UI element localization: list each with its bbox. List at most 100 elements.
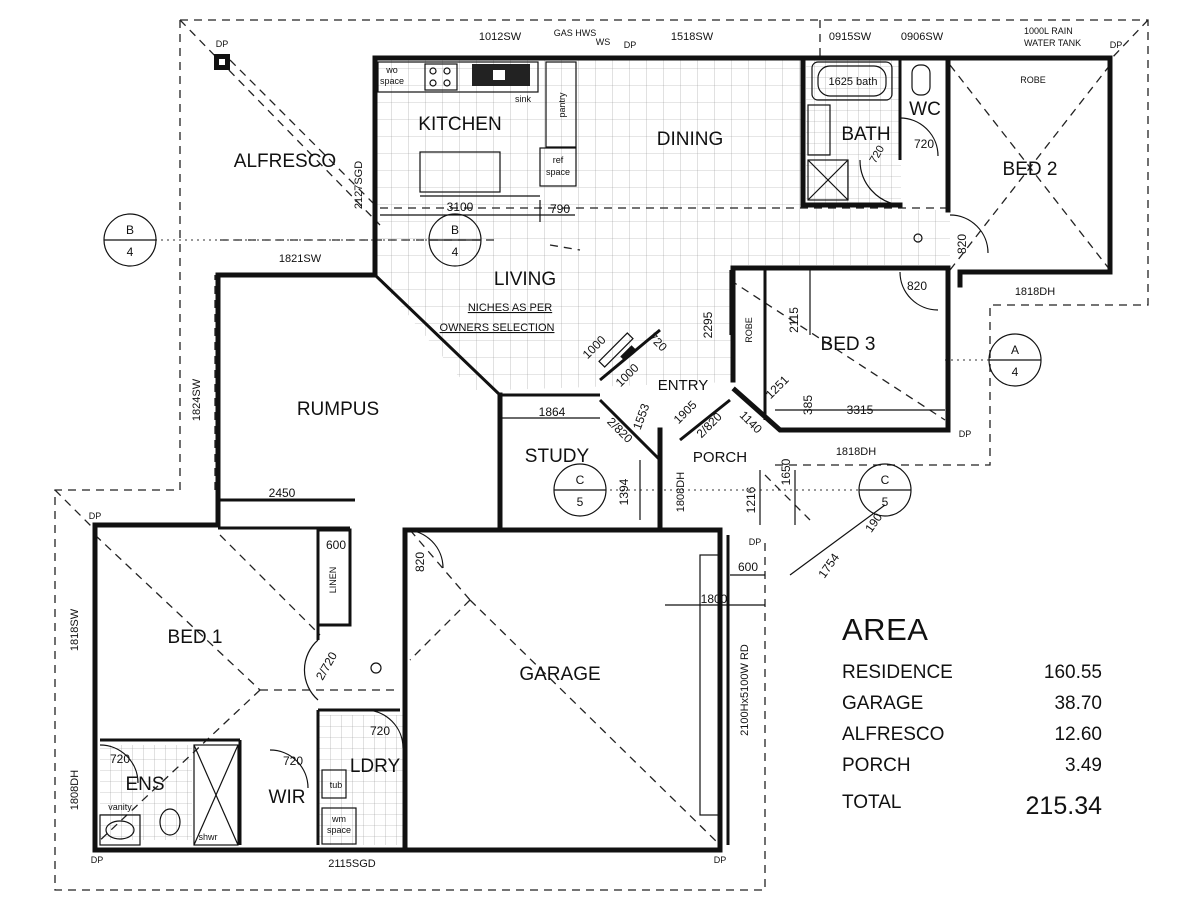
svg-text:DP: DP	[959, 429, 972, 439]
room-label-bed1: BED 1	[168, 627, 223, 648]
svg-text:2/720: 2/720	[313, 649, 340, 682]
svg-text:1518SW: 1518SW	[671, 31, 714, 43]
room-label-kitchen: KITCHEN	[418, 114, 501, 135]
room-label-dining: DINING	[657, 129, 724, 150]
downpipe-markers	[214, 54, 230, 70]
section-marker: C 5	[858, 463, 912, 517]
kitchen-fixtures	[377, 61, 577, 197]
svg-text:WS: WS	[596, 37, 611, 47]
section-marker: B 4	[103, 213, 157, 267]
area-label: PORCH	[842, 755, 911, 776]
svg-text:1553: 1553	[630, 401, 652, 431]
svg-text:DP: DP	[624, 40, 637, 50]
svg-text:1818DH: 1818DH	[1015, 286, 1055, 298]
svg-text:vanity: vanity	[108, 802, 132, 812]
area-row: GARAGE 38.70	[842, 693, 1102, 724]
svg-text:DP: DP	[749, 537, 762, 547]
svg-text:820: 820	[907, 279, 927, 293]
svg-text:190: 190	[862, 510, 885, 535]
section-sheet: 4	[127, 245, 134, 259]
svg-text:1012SW: 1012SW	[479, 31, 522, 43]
svg-text:2295: 2295	[701, 311, 715, 338]
svg-text:pantry: pantry	[557, 92, 567, 118]
area-value: 3.49	[1065, 755, 1102, 776]
svg-text:1824SW: 1824SW	[191, 378, 203, 421]
section-marker: B 4	[428, 213, 482, 267]
svg-text:600: 600	[738, 560, 758, 574]
svg-text:wm: wm	[331, 814, 346, 824]
area-row: ALFRESCO 12.60	[842, 724, 1102, 755]
area-total-row: TOTAL 215.34	[842, 792, 1102, 823]
svg-text:1821SW: 1821SW	[279, 253, 322, 265]
svg-text:3100: 3100	[447, 200, 474, 214]
svg-text:DP: DP	[714, 855, 727, 865]
section-letter: B	[126, 223, 134, 237]
section-letter: C	[881, 473, 890, 487]
room-label-wc: WC	[909, 99, 941, 120]
section-letter: A	[1011, 343, 1019, 357]
room-labels: ALFRESCO KITCHEN DINING LIVING BATH WC B…	[125, 99, 1057, 808]
window-labels: 1012SW GAS HWS WS 1518SW 0915SW 0906SW 1…	[69, 26, 1081, 870]
svg-text:2127SGD: 2127SGD	[353, 161, 365, 209]
svg-text:1216: 1216	[744, 486, 758, 513]
area-total-label: TOTAL	[842, 792, 902, 813]
svg-text:DP: DP	[91, 855, 104, 865]
svg-text:DP: DP	[216, 39, 229, 49]
svg-text:WATER TANK: WATER TANK	[1024, 38, 1081, 48]
room-label-ldry: LDRY	[350, 756, 401, 777]
svg-text:shwr: shwr	[198, 832, 217, 842]
svg-text:3315: 3315	[847, 403, 874, 417]
svg-text:2450: 2450	[269, 486, 296, 500]
svg-text:space: space	[380, 76, 404, 86]
svg-text:820: 820	[413, 552, 427, 572]
svg-text:1818DH: 1818DH	[836, 446, 876, 458]
section-sheet: 4	[452, 245, 459, 259]
section-sheet: 5	[882, 495, 889, 509]
area-row: RESIDENCE 160.55	[842, 662, 1102, 693]
area-label: RESIDENCE	[842, 662, 953, 683]
svg-text:720: 720	[370, 724, 390, 738]
section-sheet: 4	[1012, 365, 1019, 379]
area-label: ALFRESCO	[842, 724, 945, 745]
svg-text:sink: sink	[515, 94, 532, 104]
svg-text:720: 720	[283, 754, 303, 768]
svg-text:DP: DP	[89, 511, 102, 521]
svg-text:NICHES AS PER: NICHES AS PER	[468, 302, 552, 314]
svg-text:1754: 1754	[815, 550, 842, 580]
area-value: 38.70	[1054, 693, 1102, 714]
room-label-ens: ENS	[125, 774, 164, 795]
svg-text:1818SW: 1818SW	[69, 608, 81, 651]
room-label-rumpus: RUMPUS	[297, 399, 379, 420]
svg-text:1394: 1394	[617, 478, 631, 505]
svg-text:385: 385	[801, 395, 815, 415]
niches-note: NICHES AS PER OWNERS SELECTION	[440, 302, 555, 334]
svg-text:GAS HWS: GAS HWS	[554, 28, 597, 38]
svg-text:wo: wo	[385, 65, 398, 75]
section-sheet: 5	[577, 495, 584, 509]
svg-text:ref: ref	[553, 155, 564, 165]
room-label-study: STUDY	[525, 446, 590, 467]
area-schedule: AREA RESIDENCE 160.55 GARAGE 38.70 ALFRE…	[842, 612, 1102, 823]
room-label-living: LIVING	[494, 269, 556, 290]
svg-text:1000L RAIN: 1000L RAIN	[1024, 26, 1073, 36]
svg-text:2/820: 2/820	[694, 409, 725, 440]
svg-text:1251: 1251	[763, 373, 792, 402]
wet-area-fixtures	[99, 61, 931, 846]
section-letter: B	[451, 223, 459, 237]
svg-text:ROBE: ROBE	[1020, 75, 1046, 85]
room-label-bed3: BED 3	[821, 334, 876, 355]
svg-text:720: 720	[110, 752, 130, 766]
svg-text:DP: DP	[1110, 40, 1123, 50]
section-marker: A 4	[988, 333, 1042, 387]
room-label-wir: WIR	[269, 787, 306, 808]
door-swings	[99, 117, 989, 789]
area-value: 160.55	[1043, 662, 1102, 683]
room-label-porch: PORCH	[693, 449, 747, 466]
room-label-alfresco: ALFRESCO	[234, 151, 336, 172]
tiled-floor	[100, 58, 950, 845]
svg-text:0915SW: 0915SW	[829, 31, 872, 43]
svg-text:720: 720	[914, 137, 934, 151]
internal-walls	[100, 60, 902, 845]
svg-text:1905: 1905	[671, 398, 700, 427]
room-label-garage: GARAGE	[519, 664, 600, 685]
